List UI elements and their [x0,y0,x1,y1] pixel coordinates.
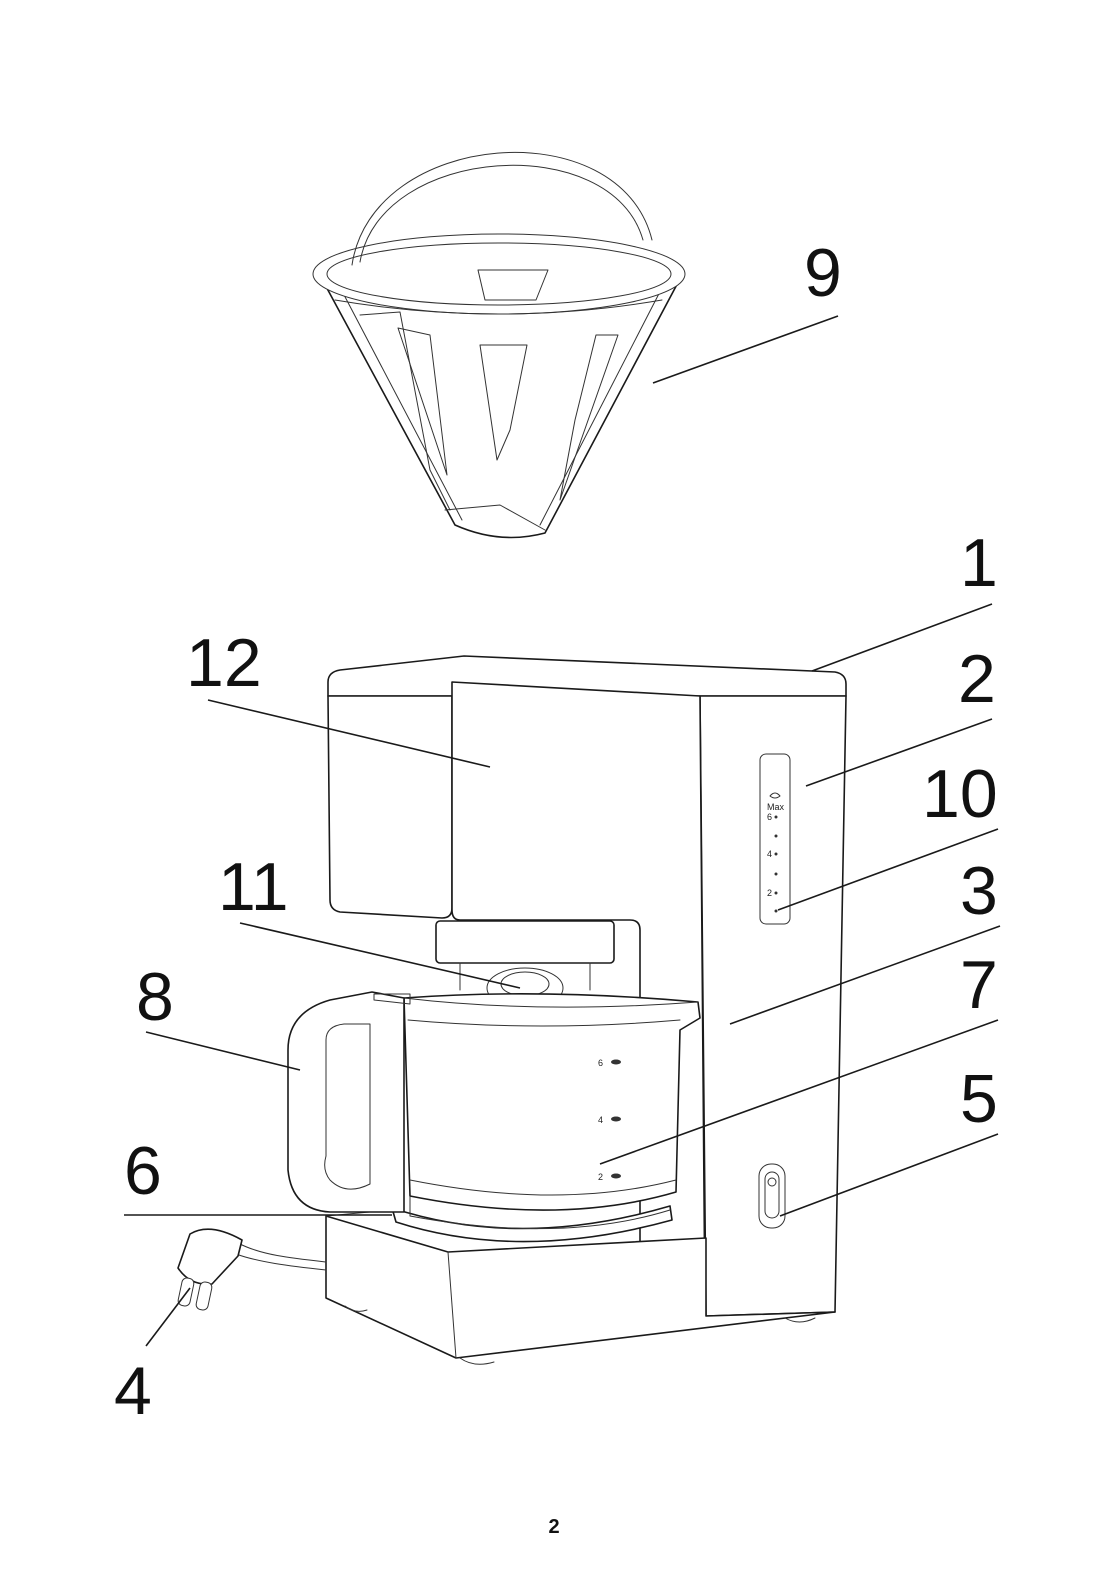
page-number: 2 [0,1516,1108,1539]
leader-8 [146,1032,300,1070]
leader-9 [653,316,838,383]
warming-plate [392,1206,672,1242]
callout-4: 4 [114,1353,152,1429]
water-scale-4: 4 [767,849,772,859]
callout-5: 5 [960,1061,998,1137]
water-scale-6: 6 [767,812,772,822]
glass-carafe: 6 4 2 [404,994,700,1229]
water-scale-max: Max [767,802,785,812]
callout-8: 8 [136,959,174,1035]
filter-basket [313,152,685,537]
callout-2: 2 [958,641,996,717]
callout-3: 3 [960,853,998,929]
filter-holder [436,921,614,963]
callout-11: 11 [218,849,289,925]
water-tank [328,696,452,918]
water-scale-2: 2 [767,888,772,898]
callout-12: 12 [186,625,262,701]
callout-7: 7 [960,947,998,1023]
callout-6: 6 [124,1133,162,1209]
carafe-handle [288,992,404,1212]
power-plug [178,1229,242,1284]
carafe-scale-2: 2 [598,1172,603,1182]
coffee-maker: Max 6 4 2 [177,656,846,1364]
callout-1: 1 [960,525,998,601]
callout-10: 10 [922,756,998,832]
water-level-window [760,754,790,924]
carafe-scale-4: 4 [598,1115,603,1125]
leader-4 [146,1288,190,1346]
callout-9: 9 [804,235,842,311]
carafe-scale-6: 6 [598,1058,603,1068]
